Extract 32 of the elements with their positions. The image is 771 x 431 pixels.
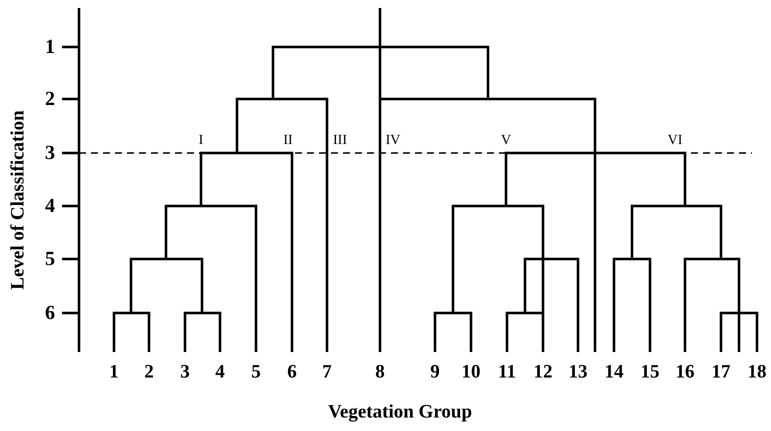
level-number: 5 <box>45 249 55 269</box>
group-numeral: IV <box>386 134 400 148</box>
level-number: 3 <box>45 143 55 163</box>
leaf-number: 17 <box>712 362 730 382</box>
leaf-number: 15 <box>640 362 660 382</box>
leaf-number: 10 <box>462 362 480 382</box>
axis-title: Level of Classification <box>8 110 28 290</box>
level-number: 2 <box>45 89 55 109</box>
group-numeral: V <box>500 134 512 148</box>
leaf-number: 5 <box>251 362 261 382</box>
leaf-number: 1 <box>109 362 119 382</box>
leaf-number: 18 <box>748 362 766 382</box>
group-numeral: VI <box>668 134 682 148</box>
group-numeral: III <box>333 134 347 148</box>
leaf-number: 2 <box>144 362 154 382</box>
axis-title: Vegetation Group <box>328 402 472 422</box>
leaf-number: 3 <box>180 362 190 382</box>
leaf-number: 14 <box>604 362 624 382</box>
group-numeral: II <box>283 134 293 148</box>
level-number: 4 <box>45 196 55 216</box>
level-number: 6 <box>45 303 55 323</box>
leaf-number: 16 <box>676 362 694 382</box>
leaf-number: 7 <box>322 362 332 382</box>
leaf-number: 9 <box>430 362 440 382</box>
leaf-number: 12 <box>534 362 552 382</box>
group-numeral: I <box>198 134 204 148</box>
leaf-number: 4 <box>215 362 225 382</box>
leaf-number: 11 <box>498 362 516 382</box>
leaf-number: 13 <box>568 362 588 382</box>
leaf-number: 8 <box>375 362 385 382</box>
leaf-number: 6 <box>287 362 297 382</box>
level-number: 1 <box>45 37 55 57</box>
